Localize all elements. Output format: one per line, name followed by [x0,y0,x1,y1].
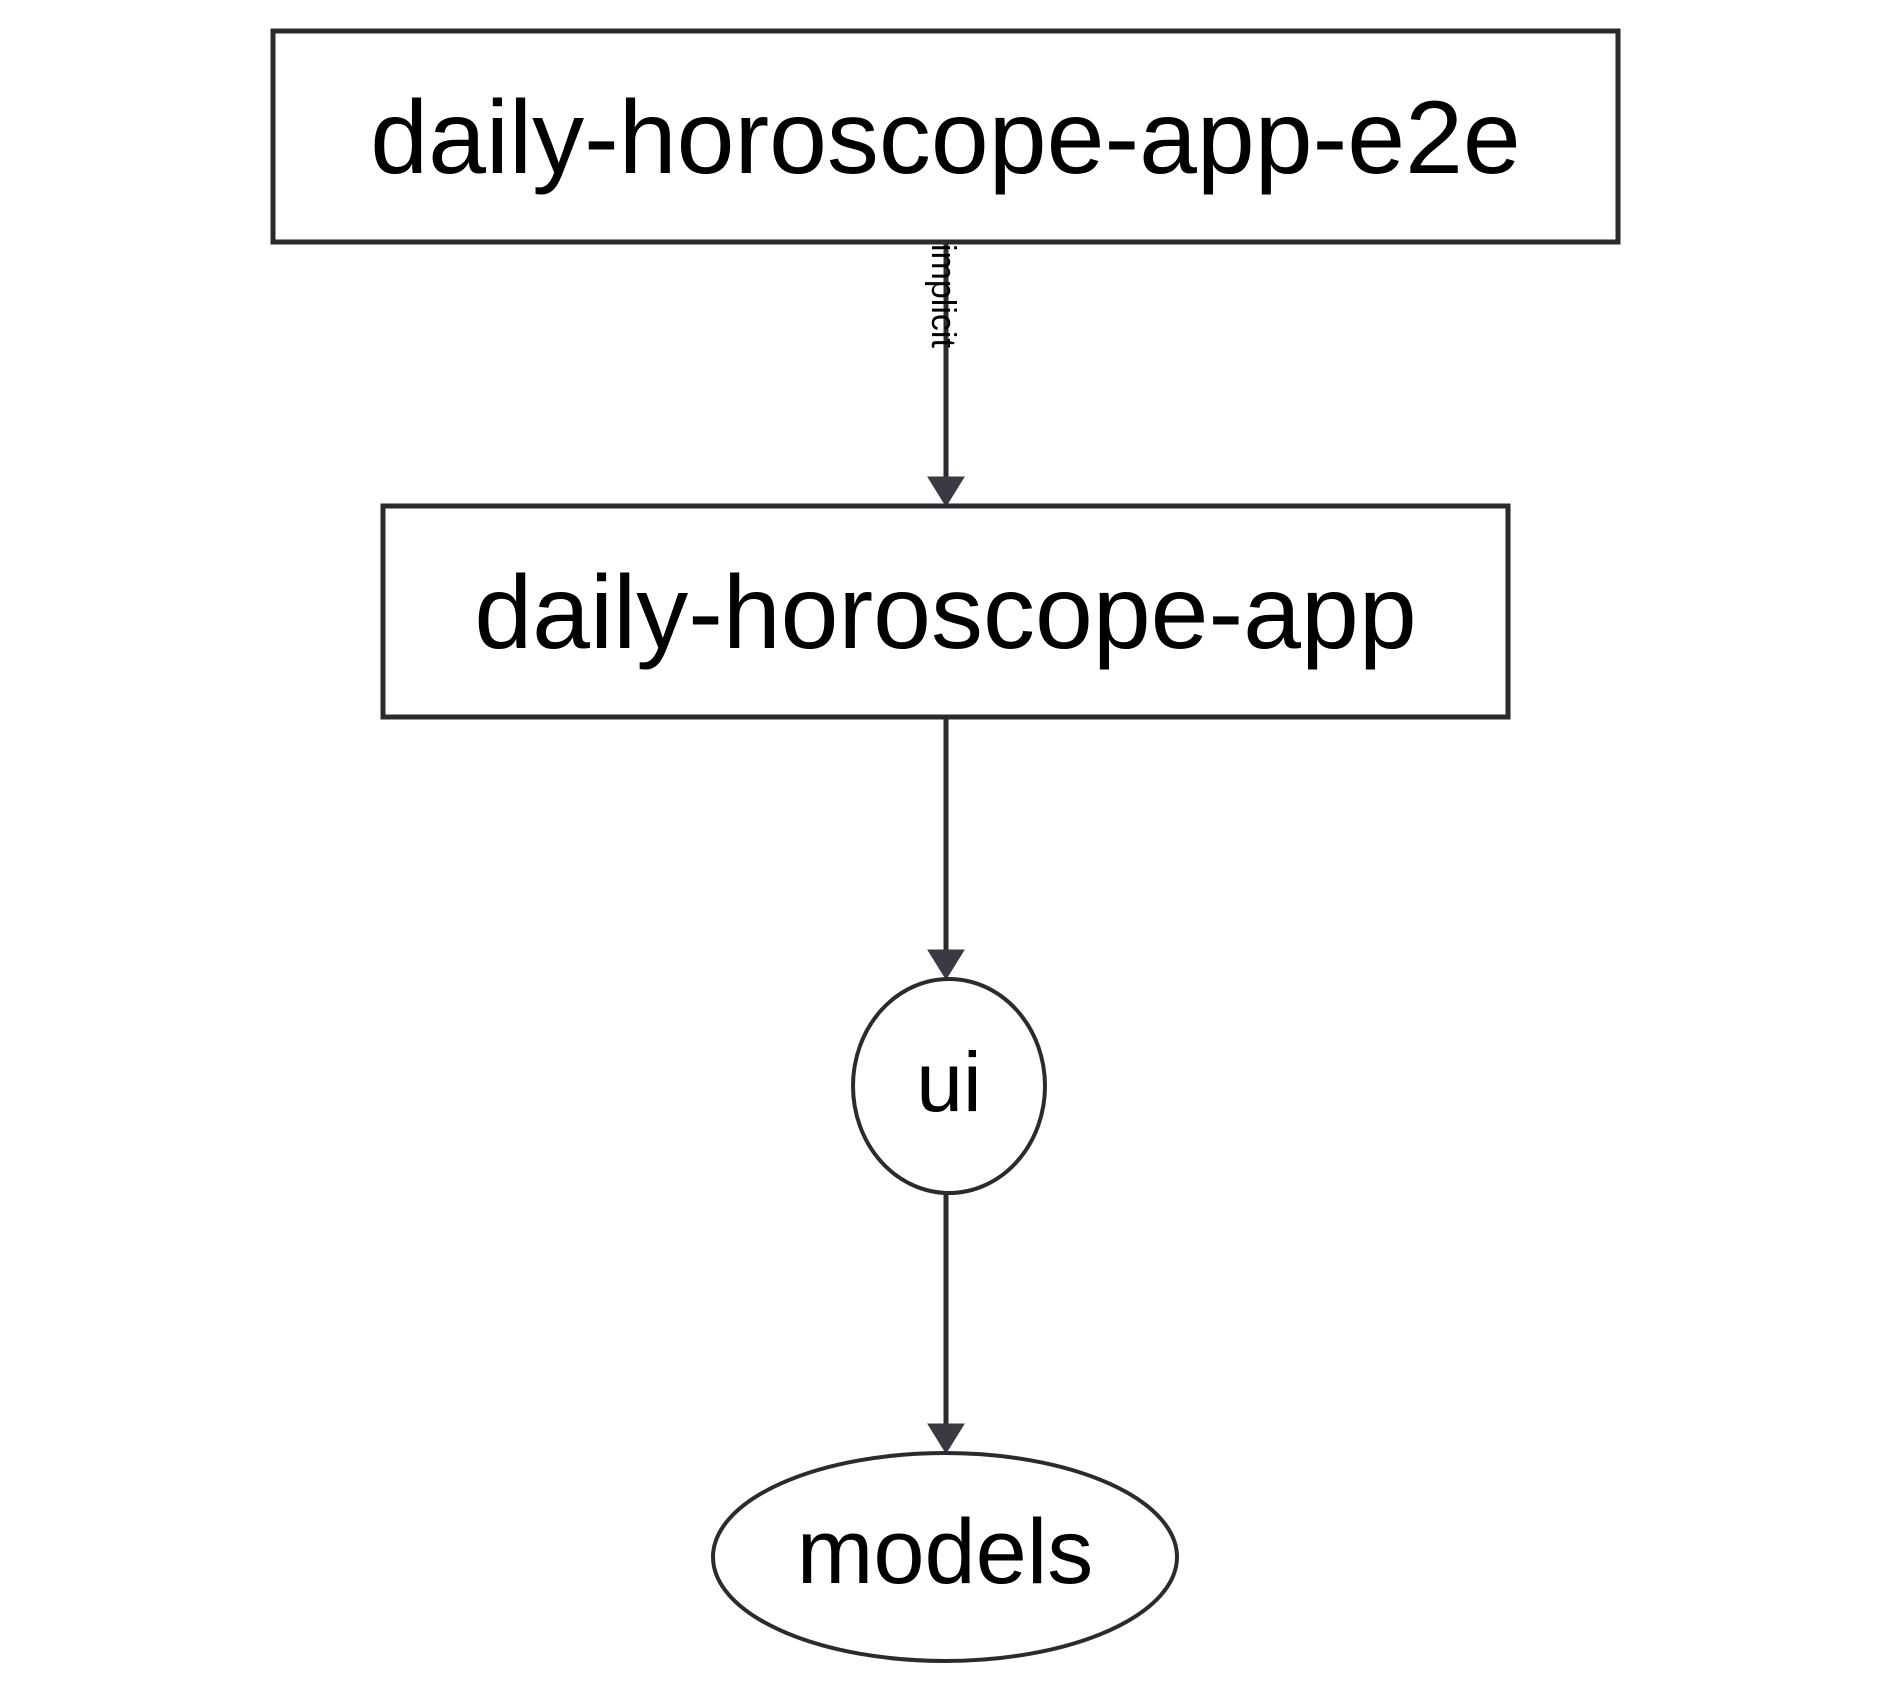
node-shape-daily-horoscope-app-e2e[interactable] [270,28,1621,245]
edge-arrowhead-e2e-to-app [927,476,965,507]
node-shape-daily-horoscope-app[interactable] [380,503,1511,720]
node-shape-ui[interactable] [851,977,1047,1195]
node-label-daily-horoscope-app-e2e: daily-horoscope-app-e2e [370,80,1521,196]
node-shape-models[interactable] [711,1451,1179,1663]
edge-arrowhead-ui-to-models [927,1423,965,1454]
edge-arrowhead-app-to-ui [927,949,965,980]
node-label-ui: ui [916,1035,982,1129]
node-label-daily-horoscope-app: daily-horoscope-app [474,555,1417,671]
node-label-models: models [796,1501,1094,1603]
edge-label-implicit: implicit [924,244,962,348]
